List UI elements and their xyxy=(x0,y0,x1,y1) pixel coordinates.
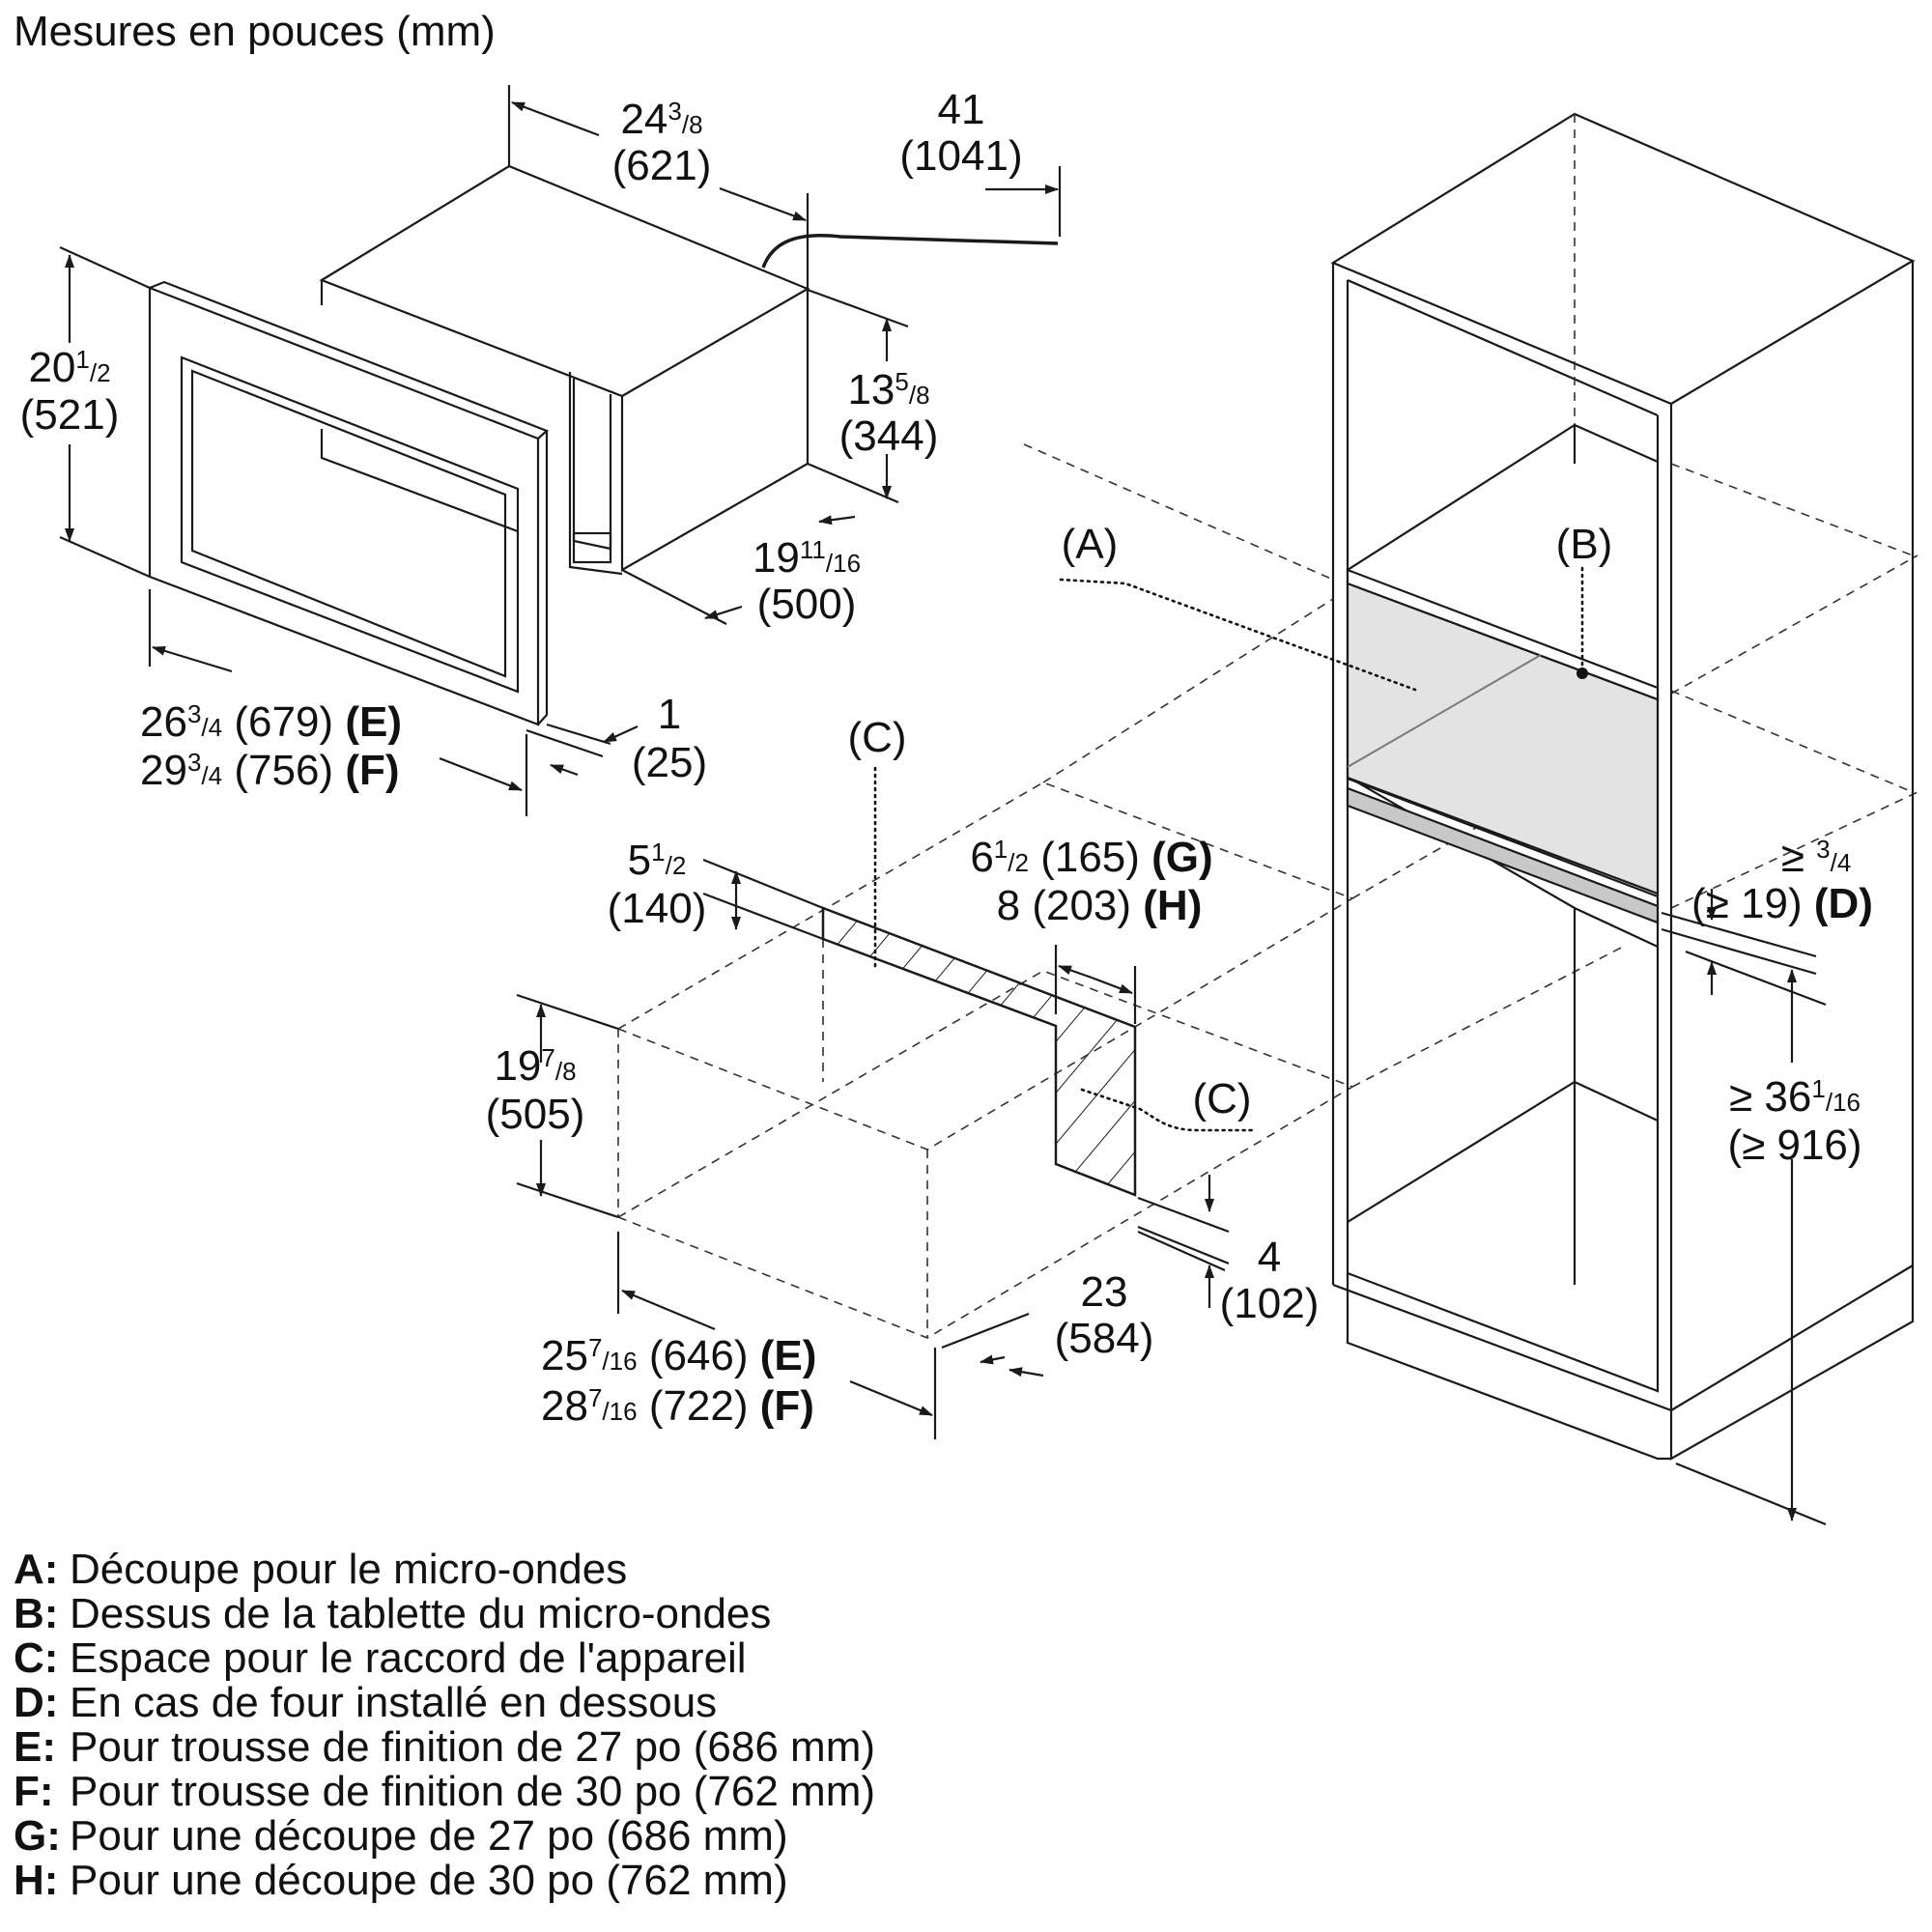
dim-bottom-gap: 4 xyxy=(1258,1234,1281,1281)
legend-item-h: H:Pour une découpe de 30 po (762 mm) xyxy=(14,1859,875,1903)
cabinet-dimension-lines xyxy=(1661,889,1827,1526)
dim-cord: 41 xyxy=(938,86,985,133)
dim-cutout-height: 197/8 xyxy=(494,1042,576,1090)
dim-height-body: 135/8 xyxy=(847,366,929,413)
legend-key: G: xyxy=(14,1812,61,1860)
dim-cutout-depth: 23 xyxy=(1081,1268,1128,1316)
dim-trim-thickness-mm: (25) xyxy=(632,739,707,786)
dim-shelf-gap: ≥ 3/4 xyxy=(1781,834,1852,881)
legend-item-e: E: Pour trousse de finition de 27 po (686… xyxy=(14,1725,875,1770)
legend-item-a: A:Découpe pour le micro-ondes xyxy=(14,1548,875,1592)
dim-c-height: 51/2 xyxy=(628,837,687,884)
legend-key: D: xyxy=(14,1679,59,1726)
dim-floor-height-mm: (≥ 916) xyxy=(1727,1122,1861,1169)
dim-cutout-f: 287/16 (722) (F) xyxy=(541,1382,814,1430)
dim-width-top: 243/8 xyxy=(620,96,702,143)
dim-shelf-gap-mm: (≥ 19) (D) xyxy=(1691,880,1873,927)
dim-trim-e: 263/4 (679) (E) xyxy=(140,698,402,746)
dim-cutout-depth-mm: (584) xyxy=(1055,1315,1154,1362)
dim-cord-mm: (1041) xyxy=(899,132,1022,180)
callout-c-right: (C) xyxy=(1192,1075,1251,1122)
connection-zone-hatched xyxy=(821,906,1137,1197)
legend-item-g: G:Pour une découpe de 27 po (686 mm) xyxy=(14,1814,875,1859)
legend-key: C: xyxy=(14,1634,59,1682)
legend-item-f: F: Pour trousse de finition de 30 po (762… xyxy=(14,1770,875,1814)
legend-text: En cas de four installé en dessous xyxy=(70,1679,718,1726)
cabinet-drawing xyxy=(1330,112,1916,1461)
cutout-dimension-lines xyxy=(516,858,1230,1439)
legend-key: B: xyxy=(14,1590,59,1637)
callout-b: (B) xyxy=(1556,521,1613,568)
dim-height-trim: 201/2 xyxy=(28,344,110,391)
dim-c-width-g: 61/2 (165) (G) xyxy=(970,834,1212,881)
dim-floor-height: ≥ 361/16 xyxy=(1729,1073,1861,1121)
dim-width-top-mm: (621) xyxy=(612,142,712,189)
page-title: Mesures en pouces (mm) xyxy=(14,8,496,55)
power-cord xyxy=(761,234,1059,269)
dim-depth-body: 1911/16 xyxy=(753,534,861,582)
legend-text: Découpe pour le micro-ondes xyxy=(70,1546,628,1593)
legend-item-b: B:Dessus de la tablette du micro-ondes xyxy=(14,1592,875,1636)
legend-text: Dessus de la tablette du micro-ondes xyxy=(70,1590,772,1637)
legend: A:Découpe pour le micro-ondes B:Dessus d… xyxy=(14,1548,875,1903)
dim-c-height-mm: (140) xyxy=(608,885,707,932)
legend-key: F: xyxy=(14,1768,54,1815)
legend-item-d: D:En cas de four installé en dessous xyxy=(14,1681,875,1725)
dim-cutout-e: 257/16 (646) (E) xyxy=(541,1332,816,1379)
dim-bottom-gap-mm: (102) xyxy=(1220,1280,1320,1327)
dim-c-width-h: 8 (203) (H) xyxy=(997,882,1203,929)
microwave-body xyxy=(319,164,810,576)
trim-kit-frame xyxy=(148,280,550,726)
dim-cutout-height-mm: (505) xyxy=(486,1091,585,1138)
legend-text: Pour trousse de finition de 27 po (686 m… xyxy=(70,1723,876,1771)
legend-text: Pour une découpe de 30 po (762 mm) xyxy=(70,1857,788,1904)
legend-text: Pour trousse de finition de 30 po (762 m… xyxy=(70,1768,876,1815)
dim-depth-body-mm: (500) xyxy=(757,581,857,628)
dim-trim-thickness: 1 xyxy=(658,691,681,738)
dim-trim-f: 293/4 (756) (F) xyxy=(140,747,400,794)
callout-leaders xyxy=(873,566,1588,1132)
microwave-drawing xyxy=(148,164,1059,726)
microwave-shelf xyxy=(1346,568,1660,924)
callout-c-top: (C) xyxy=(847,714,906,761)
callout-a: (A) xyxy=(1062,521,1119,568)
dim-height-body-mm: (344) xyxy=(839,412,939,460)
legend-text: Espace pour le raccord de l'appareil xyxy=(70,1634,747,1682)
dim-height-trim-mm: (521) xyxy=(20,391,120,439)
legend-key: E: xyxy=(14,1723,56,1771)
legend-item-c: C:Espace pour le raccord de l'appareil xyxy=(14,1636,875,1681)
legend-text: Pour une découpe de 27 po (686 mm) xyxy=(70,1812,788,1860)
microwave-dimension-lines xyxy=(59,85,1062,816)
legend-key: H: xyxy=(14,1857,59,1904)
legend-key: A: xyxy=(14,1546,59,1593)
